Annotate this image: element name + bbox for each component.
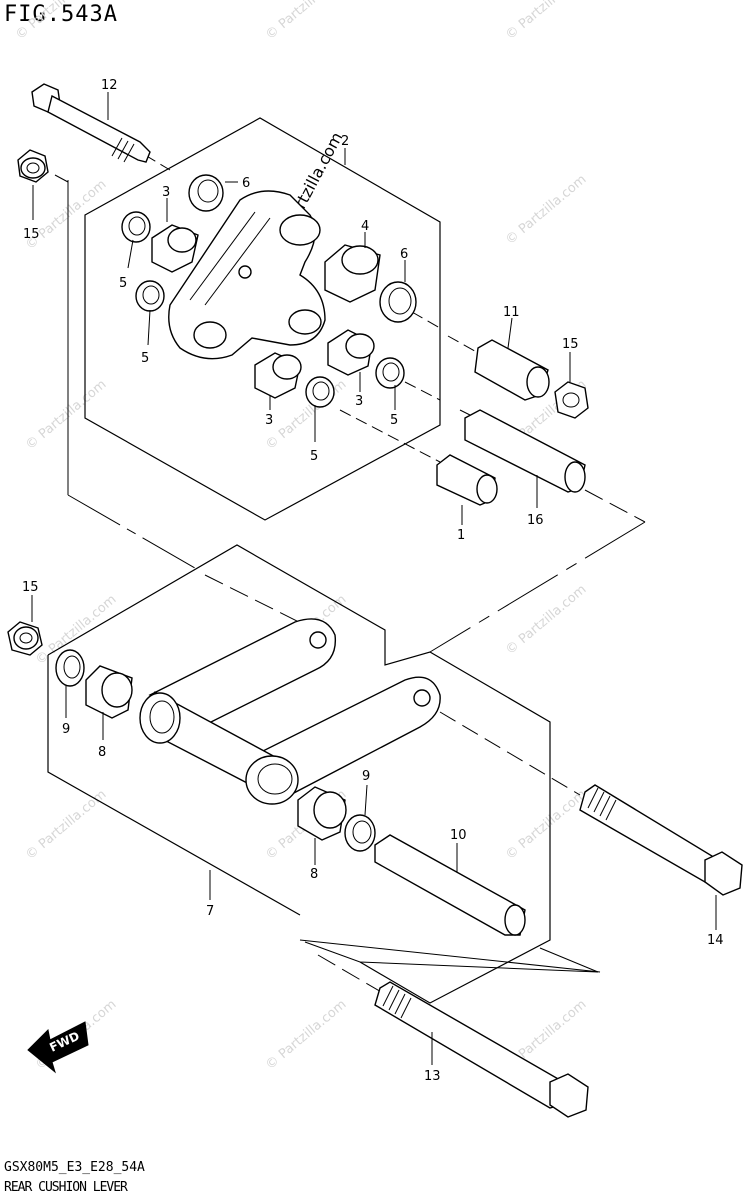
callout-4: 4 bbox=[361, 219, 369, 234]
cushion-lever-2 bbox=[168, 190, 326, 360]
seal-5-c bbox=[305, 376, 335, 408]
callout-5: 5 bbox=[310, 449, 318, 464]
nut-15-lower bbox=[7, 621, 43, 656]
callout-6: 6 bbox=[242, 176, 250, 191]
bushing-3-c bbox=[327, 329, 375, 376]
callout-8: 8 bbox=[310, 867, 318, 882]
svg-text:© Partzilla.com: © Partzilla.com bbox=[503, 172, 589, 248]
callout-9: 9 bbox=[362, 769, 370, 784]
bushing-3-b bbox=[254, 352, 302, 399]
svg-text:© Partzilla.com: © Partzilla.com bbox=[263, 0, 349, 43]
svg-text:© Partzilla.com: © Partzilla.com bbox=[13, 0, 99, 43]
model-code: GSX80M5_E3_E28_54A bbox=[4, 1160, 145, 1175]
callout-8: 8 bbox=[98, 745, 106, 760]
pipe-10 bbox=[374, 834, 526, 936]
upper-group-outline bbox=[84, 117, 441, 521]
callout-9: 9 bbox=[62, 722, 70, 737]
callout-1: 1 bbox=[457, 528, 465, 543]
assembly-lines bbox=[54, 154, 646, 1086]
callout-13: 13 bbox=[424, 1069, 441, 1084]
seal-6-top bbox=[188, 174, 224, 212]
callout-5: 5 bbox=[119, 276, 127, 291]
callout-5: 5 bbox=[141, 351, 149, 366]
seal-9-right bbox=[344, 814, 376, 852]
bushing-8-right bbox=[297, 786, 347, 841]
callout-10: 10 bbox=[450, 828, 467, 843]
nut-15-right bbox=[554, 381, 589, 419]
callout-15: 15 bbox=[562, 337, 579, 352]
callout-14: 14 bbox=[707, 933, 724, 948]
bushing-3-a bbox=[151, 224, 199, 273]
nut-15-top bbox=[17, 149, 49, 183]
callout-3: 3 bbox=[355, 394, 363, 409]
callout-11: 11 bbox=[503, 305, 520, 320]
cushion-rod-7 bbox=[139, 618, 441, 805]
callout-labels: 12 2 6 3 15 4 6 5 5 11 15 3 3 5 5 1 16 1… bbox=[22, 78, 724, 1084]
leader-lines bbox=[31, 92, 717, 1065]
seal-5-b bbox=[135, 280, 165, 312]
bolt-13 bbox=[374, 981, 589, 1118]
bushing-8-left bbox=[85, 665, 133, 719]
callout-3: 3 bbox=[162, 185, 170, 200]
svg-text:© Partzilla.com: © Partzilla.com bbox=[503, 787, 589, 863]
sleeve-16 bbox=[464, 409, 586, 493]
figure-title: FIG.543A bbox=[4, 2, 118, 27]
callout-15: 15 bbox=[22, 580, 39, 595]
seal-6-right bbox=[379, 281, 417, 323]
section-title: REAR CUSHION LEVER bbox=[4, 1180, 128, 1195]
callout-6: 6 bbox=[400, 247, 408, 262]
callout-7: 7 bbox=[206, 904, 214, 919]
seal-5-d bbox=[375, 357, 405, 389]
callout-16: 16 bbox=[527, 513, 544, 528]
callout-3: 3 bbox=[265, 413, 273, 428]
bolt-14 bbox=[579, 784, 743, 896]
callout-15: 15 bbox=[23, 227, 40, 242]
svg-text:© Partzilla.com: © Partzilla.com bbox=[23, 377, 109, 453]
bolt-12 bbox=[31, 83, 151, 163]
callout-5: 5 bbox=[390, 413, 398, 428]
bushing-4 bbox=[324, 244, 381, 303]
seal-5-a bbox=[121, 211, 151, 243]
svg-text:© Partzilla.com: © Partzilla.com bbox=[263, 997, 349, 1073]
sleeve-11 bbox=[474, 339, 550, 401]
callout-2: 2 bbox=[341, 134, 349, 149]
svg-text:© Partzilla.com: © Partzilla.com bbox=[503, 0, 589, 43]
svg-text:© Partzilla.com: © Partzilla.com bbox=[503, 582, 589, 658]
callout-12: 12 bbox=[101, 78, 118, 93]
spacer-1 bbox=[436, 454, 498, 506]
svg-text:© Partzilla.com: © Partzilla.com bbox=[23, 787, 109, 863]
seal-9-left bbox=[55, 649, 85, 687]
